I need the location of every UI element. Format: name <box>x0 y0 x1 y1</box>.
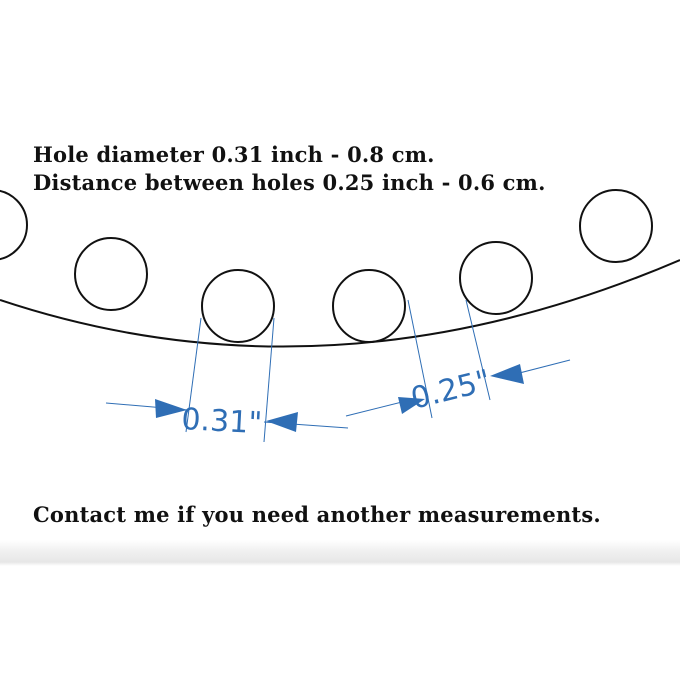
page-fold-shadow <box>0 540 680 566</box>
hole <box>201 269 275 343</box>
contact-text: Contact me if you need another measureme… <box>33 502 601 527</box>
extension-line <box>465 299 491 401</box>
hole <box>459 241 533 315</box>
hole-diameter-text: Hole diameter 0.31 inch - 0.8 cm. <box>33 142 435 167</box>
extension-line <box>407 299 433 419</box>
hole <box>0 189 28 261</box>
hole-distance-text: Distance between holes 0.25 inch - 0.6 c… <box>33 170 546 195</box>
extension-line <box>185 317 202 433</box>
diameter-dimension: 0.31" <box>105 317 349 443</box>
ring-edge-curve <box>0 259 680 348</box>
arrowhead <box>398 397 425 414</box>
diameter-label: 0.31" <box>181 402 263 441</box>
extension-line <box>263 317 275 443</box>
arrowhead <box>155 399 187 418</box>
hole <box>74 237 148 311</box>
hole <box>579 189 653 263</box>
hole <box>332 269 406 343</box>
spacing-label: 0.25" <box>407 363 494 416</box>
spacing-dimension: 0.25" <box>345 299 571 419</box>
arrowhead <box>266 412 298 432</box>
arrowhead <box>490 364 524 384</box>
